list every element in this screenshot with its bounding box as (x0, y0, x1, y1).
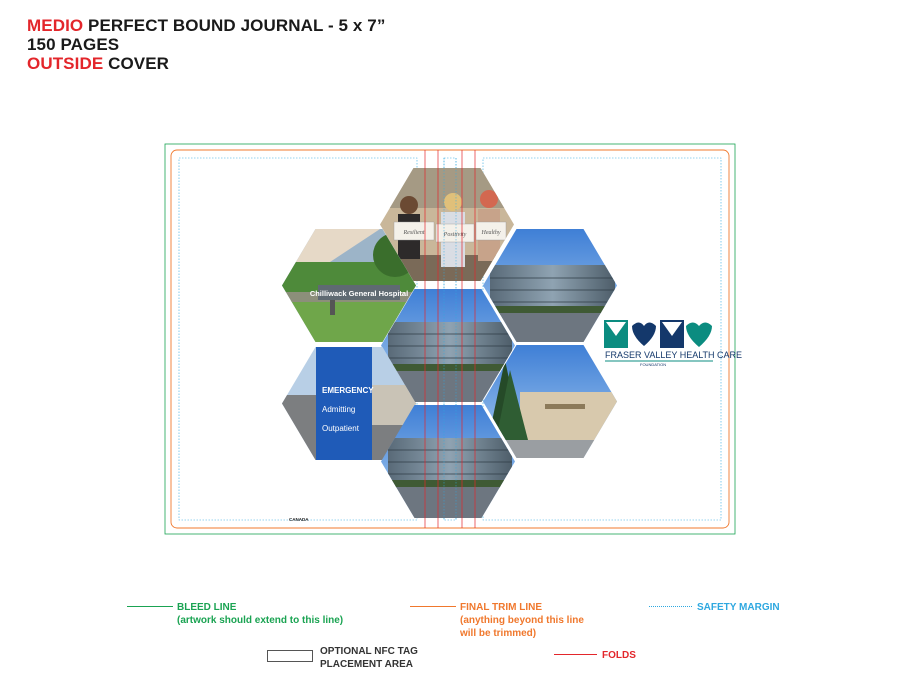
staff-sign-3: Healthy (481, 230, 501, 236)
fold-lines (424, 150, 476, 528)
photo-tile-building-right-top (483, 229, 617, 342)
title-text: PERFECT BOUND JOURNAL - 5 x 7” (83, 16, 386, 35)
canada-mark: CANADA (289, 517, 309, 522)
bleed-line (164, 143, 736, 535)
safety-legend-title: SAFETY MARGIN (697, 602, 780, 613)
header: MEDIO PERFECT BOUND JOURNAL - 5 x 7” 150… (27, 16, 385, 73)
cover-side-line: OUTSIDE COVER (27, 54, 385, 73)
nfc-legend-title-1: OPTIONAL NFC TAG (320, 646, 418, 657)
cover-side-highlight: OUTSIDE (27, 54, 104, 73)
emergency-sign-line-2: Admitting (322, 405, 355, 414)
emergency-sign-line-1: EMERGENCY (322, 386, 374, 395)
nfc-legend-title-2: PLACEMENT AREA (320, 659, 413, 670)
photo-tile-entrance (483, 345, 617, 458)
staff-sign-2: Positivity (443, 232, 467, 238)
title-line: MEDIO PERFECT BOUND JOURNAL - 5 x 7” (27, 16, 385, 35)
trim-legend-line (410, 606, 456, 607)
safety-legend-line (649, 606, 692, 607)
bleed-legend-note: (artwork should extend to this line) (177, 615, 344, 626)
foundation-logo: FRASER VALLEY HEALTH CARE FOUNDATION (604, 320, 742, 367)
trim-legend-note-1: (anything beyond this line (460, 615, 584, 626)
title-highlight: MEDIO (27, 16, 84, 35)
logo-name: FRASER VALLEY HEALTH CARE (605, 350, 742, 360)
folds-legend-line (554, 654, 597, 655)
folds-legend-title: FOLDS (602, 650, 636, 661)
trim-line (170, 149, 730, 529)
cover-side-text: COVER (103, 54, 170, 73)
bleed-legend-line (127, 606, 173, 607)
staff-sign-1: Resilient (403, 230, 425, 236)
emergency-sign-line-3: Outpatient (322, 424, 360, 433)
logo-subtitle: FOUNDATION (640, 362, 666, 367)
bleed-legend-title: BLEED LINE (177, 602, 237, 613)
trim-legend-title: FINAL TRIM LINE (460, 602, 543, 613)
trim-legend-note-2: will be trimmed) (460, 628, 537, 639)
page-count: 150 PAGES (27, 35, 120, 54)
photo-tile-staff: Resilient Positivity Healthy (380, 168, 514, 281)
nfc-legend-box (267, 650, 313, 662)
hospital-sign-text: Chilliwack General Hospital (310, 289, 408, 298)
spine-safety-lines (443, 158, 457, 520)
